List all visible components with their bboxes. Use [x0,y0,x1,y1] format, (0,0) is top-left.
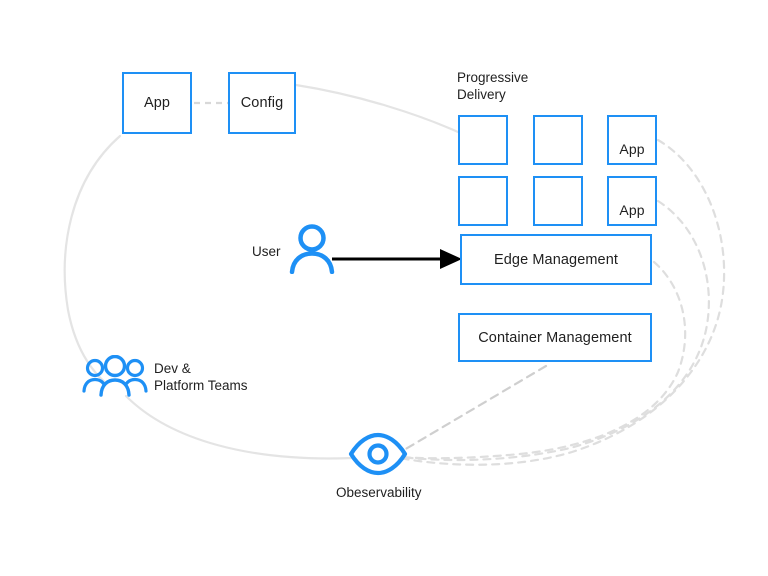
grid-cell-6-label: App [619,202,645,218]
loop-bottom-connector [124,394,354,460]
node-container-management[interactable]: Container Management [458,313,652,362]
node-app-label: App [143,95,171,111]
grid-cell-5[interactable] [533,176,583,226]
people-group-icon [82,354,148,397]
edge-to-eye-connector [400,260,687,460]
loop-left-connector [63,134,122,394]
node-app[interactable]: App [122,72,192,134]
container-to-eye-connector [402,364,548,452]
grid-cell-4[interactable] [458,176,508,226]
node-config[interactable]: Config [228,72,296,134]
eye-icon [348,432,408,476]
user-label: User [252,244,281,259]
grid-cell-6-app[interactable]: App [607,176,657,226]
dev-platform-teams-line2: Platform Teams [154,378,248,394]
config-to-grid-connector [294,83,460,134]
progressive-delivery-line1: Progressive [457,70,529,85]
node-config-label: Config [240,95,284,111]
node-edge-management[interactable]: Edge Management [460,234,652,285]
node-edge-management-label: Edge Management [493,251,619,268]
observability-label: Obeservability [336,485,422,500]
node-container-management-label: Container Management [478,329,632,346]
user-to-edge-arrow [332,249,462,269]
dev-platform-teams-label: Dev & Platform Teams [154,360,248,395]
grid-cell-3-app[interactable]: App [607,115,657,165]
progressive-delivery-line2: Delivery [457,87,506,103]
grid-cell-3-label: App [619,141,645,157]
grid-cell-1[interactable] [458,115,508,165]
user-icon [288,224,336,275]
app-row2-to-eye-connector [400,199,710,462]
grid-cell-2[interactable] [533,115,583,165]
dev-platform-teams-line1: Dev & [154,361,191,376]
app-row1-to-eye-connector [398,138,726,466]
